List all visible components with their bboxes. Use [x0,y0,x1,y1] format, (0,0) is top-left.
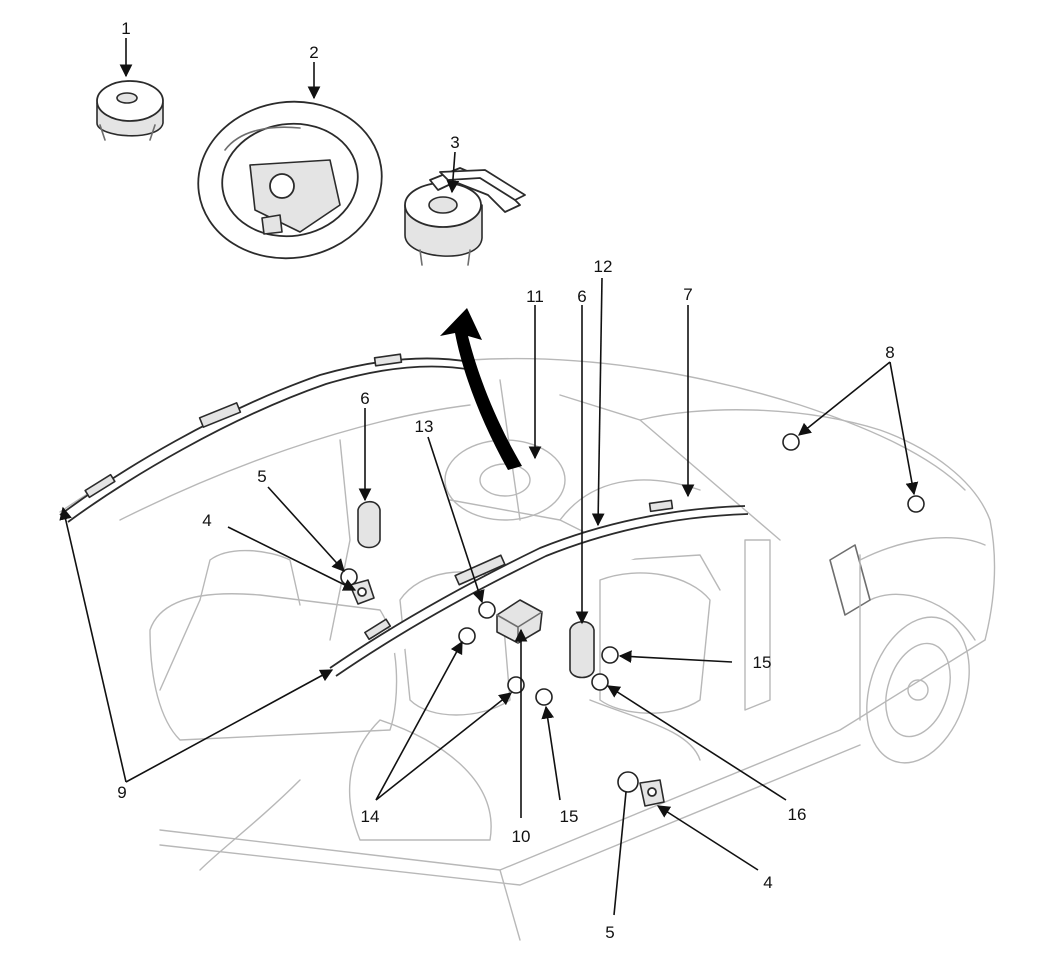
callout-11: 11 [526,287,544,306]
callout-10: 10 [512,827,531,846]
callout-15a: 15 [753,653,772,672]
sensor-marker [591,673,609,691]
side-airbag-rear [357,500,381,549]
sensor-marker [507,676,525,694]
driver-airbag-module [96,80,164,141]
callout-12: 12 [594,257,613,276]
clock-spring [404,167,526,266]
sensor-marker [458,627,476,645]
removal-arrow [440,308,522,470]
callout-14: 14 [361,807,380,826]
sensor-marker [782,433,800,451]
curtain-airbag-right [329,499,749,677]
callout-6b: 6 [360,389,369,408]
curtain-airbag-left [59,353,473,523]
callout-3: 3 [450,133,459,152]
callout-labels: 1 2 3 11 12 6 7 8 6 13 5 4 15 9 14 10 15… [117,19,894,942]
sensor-marker [617,771,639,793]
srs-control-module [496,599,543,644]
callout-2: 2 [309,43,318,62]
leader-lines [59,38,919,916]
sensor-marker [907,495,925,513]
belt-pretensioner-front [639,779,665,807]
callout-8: 8 [885,343,894,362]
vehicle-outline [59,357,996,941]
callout-5b: 5 [605,923,614,942]
sensor-marker [535,688,553,706]
callout-7: 7 [683,285,692,304]
side-airbag-passenger [569,620,595,679]
callout-13: 13 [415,417,434,436]
callout-16: 16 [788,805,807,824]
callout-9: 9 [117,783,126,802]
sensor-marker [478,601,496,619]
callout-5a: 5 [257,467,266,486]
callout-6a: 6 [577,287,586,306]
sensor-marker [601,646,619,664]
callout-4a: 4 [202,511,211,530]
callout-15b: 15 [560,807,579,826]
callout-1: 1 [121,19,130,38]
steering-wheel [197,100,383,260]
callout-4b: 4 [763,873,772,892]
